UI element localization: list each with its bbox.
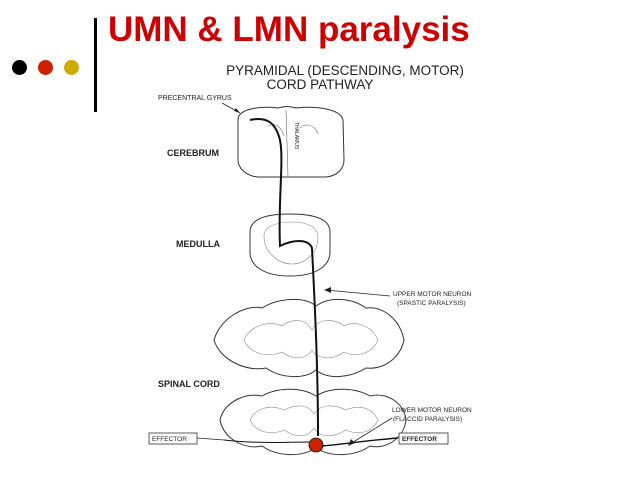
umn-arrowhead — [324, 287, 331, 293]
label-lmn-line2: (FLACCID PARALYSIS) — [393, 416, 462, 423]
precentral-arrowhead — [234, 108, 240, 113]
medulla-inner-outline — [263, 221, 319, 265]
umn-pointer — [325, 289, 391, 297]
cerebrum-folds — [267, 124, 319, 137]
label-umn-line2: (SPASTIC PARALYSIS) — [397, 300, 466, 307]
label-effector-right: EFFECTOR — [402, 436, 437, 443]
spinal-section-lower-graymatter — [249, 405, 379, 437]
spinal-section-lower-outline — [219, 388, 407, 455]
label-umn-line1: UPPER MOTOR NEURON — [393, 291, 472, 298]
bullet-dot-black — [12, 60, 27, 75]
lmn-arrowhead — [348, 439, 355, 446]
slide-title: UMN & LMN paralysis — [108, 10, 470, 49]
label-cerebrum: CEREBRUM — [167, 148, 219, 158]
label-precentral-gyrus: PRECENTRAL GYRUS — [158, 95, 232, 102]
label-thalamus: THALAMUS — [293, 122, 299, 150]
bullet-dot-red — [38, 60, 53, 75]
spinal-section-upper-outline — [213, 299, 405, 377]
cerebrum-midline — [285, 109, 289, 177]
lmn-pointer — [349, 417, 393, 445]
label-lmn-line1: LOWER MOTOR NEURON — [392, 407, 472, 414]
effector-box-right — [398, 432, 449, 445]
label-spinal-cord: SPINAL CORD — [158, 379, 220, 389]
effector-left-connector — [196, 437, 225, 441]
label-effector-left: EFFECTOR — [152, 436, 187, 443]
medulla-outline — [249, 213, 331, 277]
spinal-section-upper-graymatter — [243, 320, 379, 359]
cerebrum-outline — [237, 106, 345, 178]
bullet-dot-yellow — [64, 60, 79, 75]
lmn-axon-left — [223, 439, 311, 443]
diagram-heading-line2: CORD PATHWAY — [267, 77, 374, 92]
upper-motor-neuron-path — [249, 118, 319, 437]
lower-motor-neuron-cell — [308, 437, 324, 453]
diagram-heading-line1: PYRAMIDAL (DESCENDING, MOTOR) — [226, 63, 464, 78]
effector-box-left — [148, 432, 198, 445]
label-medulla: MEDULLA — [176, 239, 220, 249]
lmn-axon-right — [321, 437, 399, 447]
title-divider — [94, 18, 97, 112]
